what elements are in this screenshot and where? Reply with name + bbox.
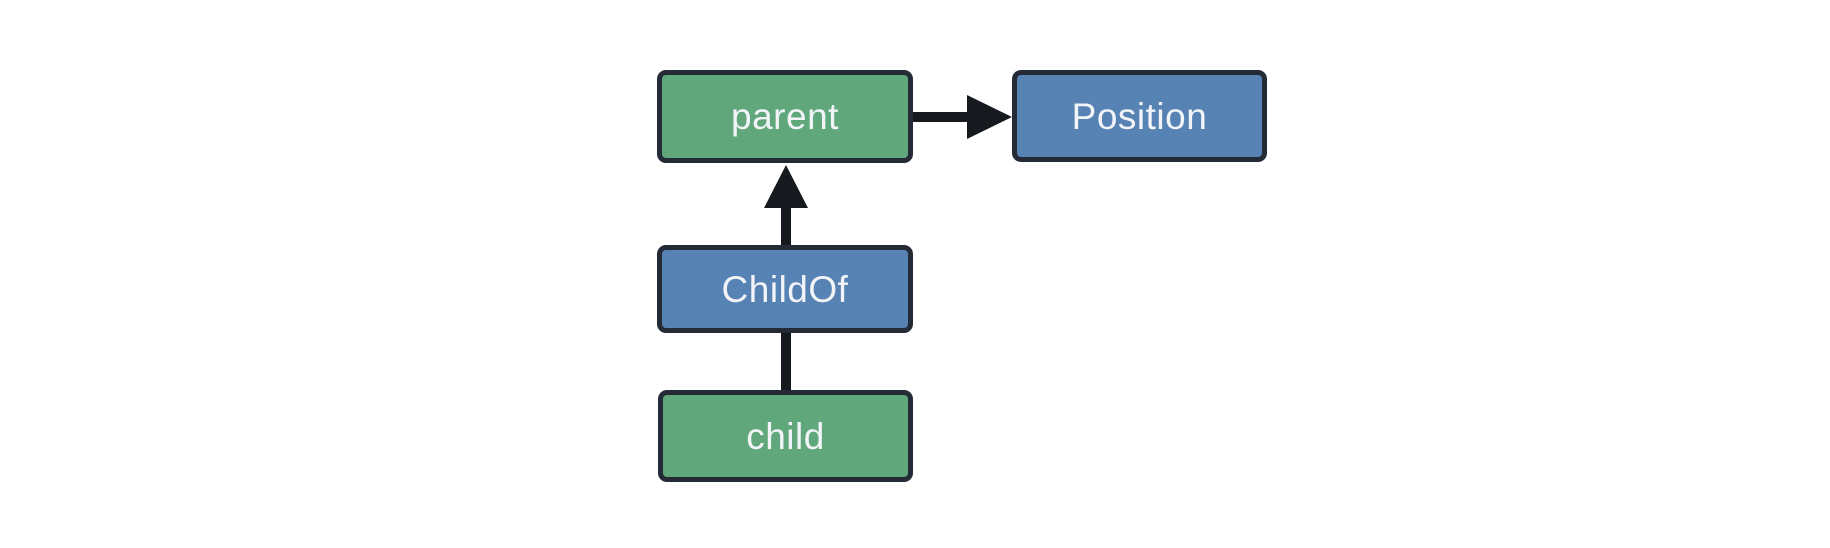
node-position: Position bbox=[1012, 70, 1267, 162]
node-childof: ChildOf bbox=[657, 245, 913, 333]
arrowhead-up-icon bbox=[764, 165, 808, 208]
node-child: child bbox=[658, 390, 913, 482]
arrowhead-right-icon bbox=[967, 95, 1012, 139]
edge-parent-to-position bbox=[913, 95, 1012, 139]
node-parent: parent bbox=[657, 70, 913, 163]
edge-childof-to-parent bbox=[764, 165, 808, 245]
node-child-label: child bbox=[746, 415, 825, 457]
node-parent-label: parent bbox=[731, 96, 839, 137]
node-childof-label: ChildOf bbox=[721, 268, 849, 310]
node-position-label: Position bbox=[1071, 95, 1208, 137]
